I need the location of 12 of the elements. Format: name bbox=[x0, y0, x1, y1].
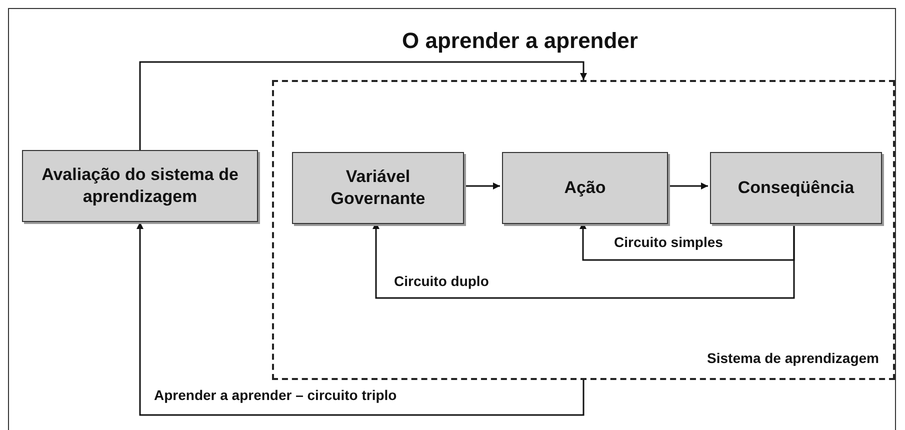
edge-label: Circuito simples bbox=[612, 234, 725, 250]
diagram-title: O aprender a aprender bbox=[401, 28, 639, 54]
process-box: Avaliação do sistema de aprendizagem bbox=[22, 150, 258, 222]
edge-label: Aprender a aprender – circuito triplo bbox=[152, 387, 399, 403]
edge-label: Circuito duplo bbox=[392, 273, 491, 289]
connector-arrow bbox=[136, 222, 584, 416]
process-box: Ação bbox=[502, 152, 668, 224]
connector-arrow bbox=[139, 61, 587, 150]
group-label: Sistema de aprendizagem bbox=[707, 350, 879, 366]
process-box: Conseqüência bbox=[710, 152, 882, 224]
dashed-group-frame bbox=[272, 80, 895, 380]
process-box: Variável Governante bbox=[292, 152, 464, 224]
